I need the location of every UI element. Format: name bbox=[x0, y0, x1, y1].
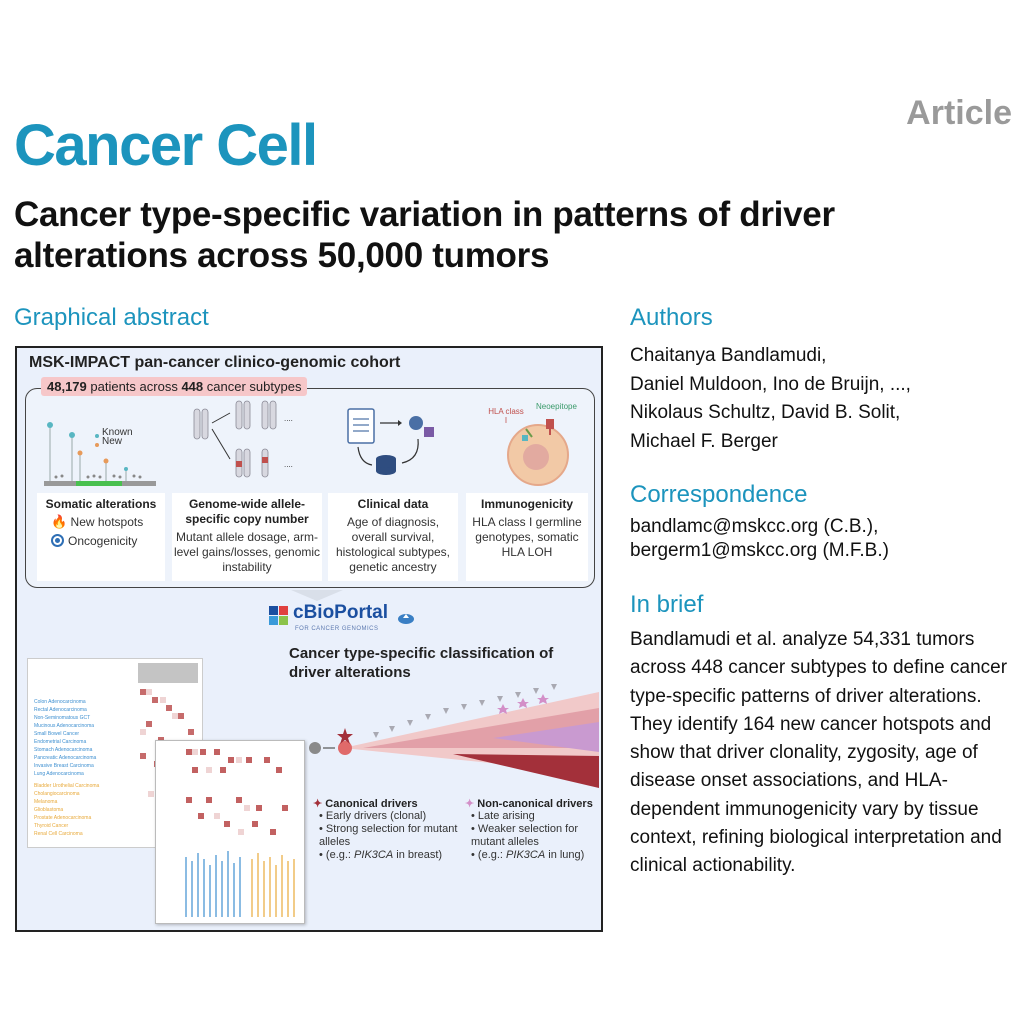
svg-text:Stomach Adenocarcinoma: Stomach Adenocarcinoma bbox=[34, 747, 93, 753]
svg-text:Pancreatic Adenocarcinoma: Pancreatic Adenocarcinoma bbox=[34, 755, 96, 761]
card-clinical-data: Clinical data Age of diagnosis, overall … bbox=[328, 493, 458, 581]
svg-text:Prostate Adenocarcinoma: Prostate Adenocarcinoma bbox=[34, 815, 91, 821]
data-panel: Known New .... .... bbox=[25, 388, 595, 588]
svg-text:Thyroid Cancer: Thyroid Cancer bbox=[34, 823, 69, 829]
svg-text:Invasive Breast Carcinoma: Invasive Breast Carcinoma bbox=[34, 763, 94, 769]
neoepitope-label: Neoepitope bbox=[536, 402, 577, 411]
author-line: Daniel Muldoon, Ino de Bruijn, ..., bbox=[630, 373, 911, 395]
svg-text:Small Bowel Cancer: Small Bowel Cancer bbox=[34, 731, 79, 737]
canonical-drivers-legend: ✦ Canonical drivers • Early drivers (clo… bbox=[313, 798, 458, 861]
article-type-label: Article bbox=[906, 94, 1012, 132]
legend-new: New bbox=[102, 436, 123, 447]
correspondence-heading: Correspondence bbox=[630, 481, 808, 508]
email-link[interactable]: bandlamc@mskcc.org (C.B.), bbox=[630, 516, 879, 537]
tumor-cell-icon bbox=[507, 419, 569, 486]
cloud-upload-icon bbox=[398, 614, 414, 624]
lollipop-plot bbox=[44, 422, 156, 486]
in-brief-text: Bandlamudi et al. analyze 54,331 tumors … bbox=[630, 629, 1008, 877]
svg-text:Cholangiocarcinoma: Cholangiocarcinoma bbox=[34, 791, 80, 797]
hla-label: HLA class I bbox=[488, 407, 524, 425]
classification-title: Cancer type-specific classification of d… bbox=[289, 645, 554, 681]
article-title: Cancer type-specific variation in patter… bbox=[14, 195, 835, 275]
tumor-evolution-illustration bbox=[309, 684, 599, 788]
clinical-data-icon bbox=[347, 408, 434, 475]
graphical-abstract-heading: Graphical abstract bbox=[14, 304, 209, 331]
svg-text:Endometrial Carcinoma: Endometrial Carcinoma bbox=[34, 739, 86, 745]
in-brief-heading: In brief bbox=[630, 591, 704, 618]
fire-icon: 🔥 bbox=[51, 514, 68, 529]
svg-text:Melanoma: Melanoma bbox=[34, 799, 58, 805]
graphical-abstract: MSK-IMPACT pan-cancer clinico-genomic co… bbox=[15, 346, 603, 932]
cohort-title: MSK-IMPACT pan-cancer clinico-genomic co… bbox=[29, 354, 401, 371]
non-canonical-drivers-legend: ✦ Non-canonical drivers • Late arising •… bbox=[465, 798, 593, 861]
card-copy-number: Genome-wide allele-specific copy number … bbox=[172, 493, 322, 581]
email-link[interactable]: bergerm1@mskcc.org (M.F.B.) bbox=[630, 540, 889, 561]
author-line: Michael F. Berger bbox=[630, 430, 778, 452]
card-immunogenicity: Immunogenicity HLA class I germline geno… bbox=[466, 493, 588, 581]
authors-list: Chaitanya Bandlamudi, Daniel Muldoon, In… bbox=[630, 342, 1020, 456]
svg-text:Renal Cell Carcinoma: Renal Cell Carcinoma bbox=[34, 831, 83, 837]
cohort-size-badge: 48,179 patients across 448 cancer subtyp… bbox=[41, 377, 308, 396]
svg-text:Colon Adenocarcinoma: Colon Adenocarcinoma bbox=[34, 699, 86, 705]
svg-text:Bladder Urothelial Carcinoma: Bladder Urothelial Carcinoma bbox=[34, 783, 100, 789]
chromosome-icon: .... .... bbox=[193, 400, 293, 478]
down-arrow-icon bbox=[291, 590, 343, 601]
svg-text:Mucinous Adenocarcinoma: Mucinous Adenocarcinoma bbox=[34, 723, 94, 729]
heatmap-panel-right bbox=[155, 740, 305, 924]
authors-heading: Authors bbox=[630, 304, 713, 331]
svg-text:Lung Adenocarcinoma: Lung Adenocarcinoma bbox=[34, 771, 84, 777]
cbioportal-tagline: FOR CANCER GENOMICS bbox=[295, 626, 379, 632]
card-somatic-alterations: Somatic alterations 🔥 New hotspots Oncog… bbox=[37, 493, 165, 581]
svg-text:Rectal Adenocarcinoma: Rectal Adenocarcinoma bbox=[34, 707, 87, 713]
cbioportal-logo-icon bbox=[269, 606, 288, 625]
star-icon: ✦ bbox=[313, 798, 323, 810]
author-line: Chaitanya Bandlamudi, bbox=[630, 345, 827, 366]
svg-text:Non-Seminomatous GCT: Non-Seminomatous GCT bbox=[34, 715, 90, 721]
star-icon: ✦ bbox=[465, 798, 475, 810]
target-icon bbox=[51, 534, 64, 547]
legend-known: Known bbox=[102, 427, 133, 438]
journal-name: Cancer Cell bbox=[14, 113, 318, 178]
svg-text:....: .... bbox=[284, 460, 293, 469]
heatmap-grid bbox=[185, 749, 295, 917]
correspondence-emails: bandlamc@mskcc.org (C.B.), bergerm1@mskc… bbox=[630, 515, 1020, 563]
svg-text:Glioblastoma: Glioblastoma bbox=[34, 807, 63, 813]
svg-text:....: .... bbox=[284, 414, 293, 423]
author-line: Nikolaus Schultz, David B. Solit, bbox=[630, 402, 901, 423]
cbioportal-name: cBioPortal bbox=[293, 602, 389, 623]
